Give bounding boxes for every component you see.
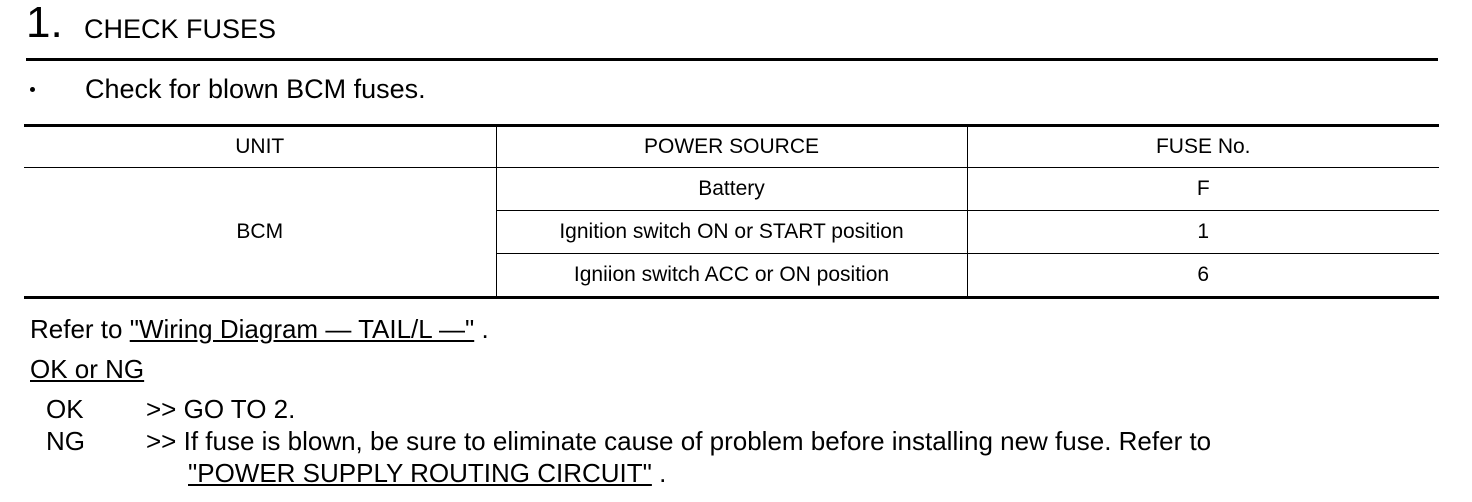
power-source-cell: Battery: [496, 167, 968, 211]
refer-line: Refer to "Wiring Diagram — TAIL/L —" .: [30, 314, 489, 344]
fuse-table: UNIT POWER SOURCE FUSE No. BCM Battery F…: [24, 124, 1439, 299]
table-header-row: UNIT POWER SOURCE FUSE No.: [24, 125, 1439, 168]
header-power-source: POWER SOURCE: [496, 125, 968, 168]
power-supply-routing-link[interactable]: "POWER SUPPLY ROUTING CIRCUIT": [188, 458, 652, 488]
step-number: 1.: [26, 0, 63, 47]
ng-refer-suffix: .: [651, 458, 667, 488]
ng-label: NG: [46, 426, 85, 456]
ok-action: >> GO TO 2.: [146, 394, 296, 424]
bullet-dot-icon: [30, 87, 35, 92]
header-fuse-no: FUSE No.: [967, 125, 1439, 168]
table-row: Ignition switch ON or START position 1: [24, 210, 1439, 254]
wiring-diagram-link[interactable]: "Wiring Diagram — TAIL/L —": [129, 314, 475, 344]
power-source-cell: Igniion switch ACC or ON position: [496, 253, 968, 298]
fuse-no-cell: 6: [1197, 263, 1210, 286]
power-source-cell: Ignition switch ON or START position: [496, 210, 968, 254]
fuse-no-cell: F: [967, 167, 1439, 211]
step-title: CHECK FUSES: [84, 14, 277, 44]
table-row: Igniion switch ACC or ON position 6: [24, 253, 1439, 298]
refer-prefix: Refer to: [30, 314, 130, 344]
ok-label: OK: [46, 394, 84, 424]
fuse-no-cell: 1: [967, 210, 1439, 254]
step-header: 1. CHECK FUSES: [26, 0, 1438, 61]
bullet-text: Check for blown BCM fuses.: [85, 74, 426, 104]
ng-refer-line: "POWER SUPPLY ROUTING CIRCUIT" .: [188, 458, 666, 488]
ng-action: >> If fuse is blown, be sure to eliminat…: [146, 426, 1212, 456]
ok-ng-heading: OK or NG: [30, 354, 145, 384]
unit-cell: BCM: [24, 167, 497, 298]
header-unit: UNIT: [24, 125, 497, 168]
refer-suffix: .: [474, 314, 489, 344]
table-row: BCM Battery F: [24, 167, 1439, 298]
